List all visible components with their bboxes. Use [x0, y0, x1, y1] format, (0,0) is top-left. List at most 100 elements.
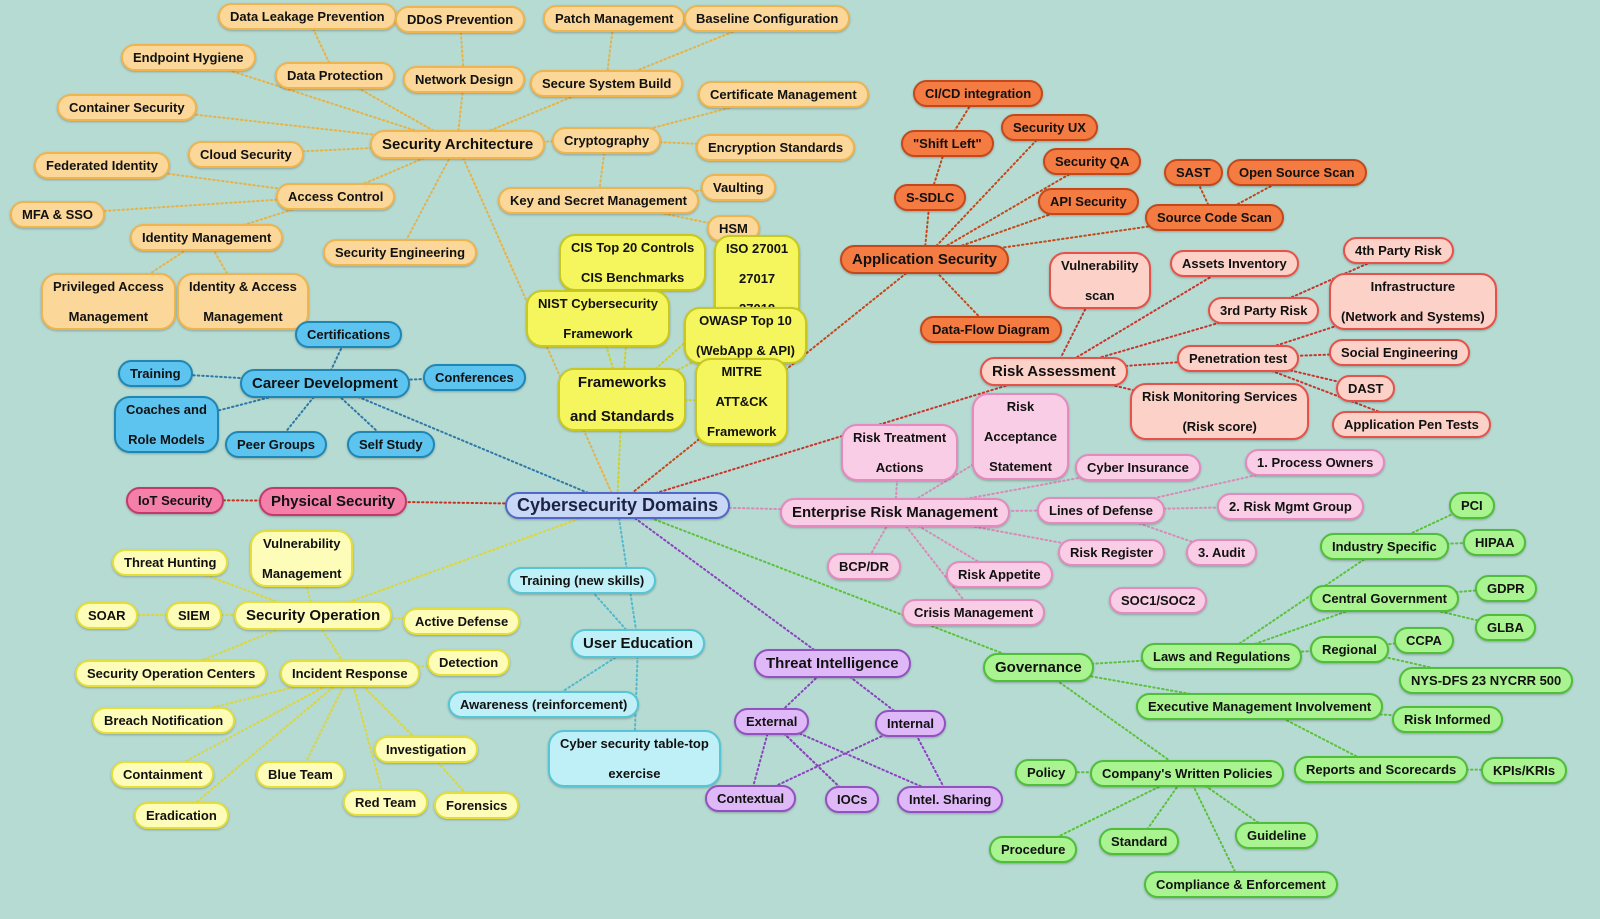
node-physical-security[interactable]: Physical Security — [259, 487, 408, 516]
node-industry-specific[interactable]: Industry Specific — [1320, 533, 1449, 560]
node-3-audit[interactable]: 3. Audit — [1186, 539, 1258, 566]
node-4th-party-risk[interactable]: 4th Party Risk — [1343, 237, 1454, 264]
node-investigation[interactable]: Investigation — [374, 736, 479, 763]
node-risk-assessment[interactable]: Risk Assessment — [980, 357, 1128, 386]
node-iocs[interactable]: IOCs — [825, 786, 880, 813]
node-policy[interactable]: Policy — [1015, 759, 1078, 786]
node-guideline[interactable]: Guideline — [1235, 822, 1319, 849]
node-lines-of-defense[interactable]: Lines of Defense — [1037, 497, 1166, 524]
node-ci-cd-integration[interactable]: CI/CD integration — [913, 80, 1044, 107]
node-identity-management[interactable]: Identity Management — [130, 224, 284, 251]
node-security-engineering[interactable]: Security Engineering — [323, 239, 478, 266]
node-eradication[interactable]: Eradication — [134, 802, 229, 829]
node-security-architecture[interactable]: Security Architecture — [370, 130, 546, 159]
node-career-development[interactable]: Career Development — [240, 369, 410, 398]
node-compliance-enforcement[interactable]: Compliance & Enforcement — [1144, 871, 1338, 898]
node-red-team[interactable]: Red Team — [343, 789, 429, 816]
node-cybersecurity-domains[interactable]: Cybersecurity Domains — [505, 492, 731, 519]
node-training[interactable]: Training — [118, 360, 193, 387]
node-application-security[interactable]: Application Security — [840, 245, 1010, 274]
node-threat-hunting[interactable]: Threat Hunting — [112, 549, 229, 576]
node-encryption-standards[interactable]: Encryption Standards — [696, 134, 856, 161]
node-source-code-scan[interactable]: Source Code Scan — [1145, 204, 1284, 231]
node-soar[interactable]: SOAR — [76, 602, 138, 629]
node-mfa-sso[interactable]: MFA & SSO — [10, 201, 106, 228]
node-incident-response[interactable]: Incident Response — [280, 660, 420, 687]
node-conferences[interactable]: Conferences — [423, 364, 526, 391]
node-kpis-kris[interactable]: KPIs/KRIs — [1481, 757, 1568, 784]
node-cloud-security[interactable]: Cloud Security — [188, 141, 304, 168]
node-intel-sharing[interactable]: Intel. Sharing — [897, 786, 1004, 813]
node-reports-and-scorecards[interactable]: Reports and Scorecards — [1294, 756, 1469, 783]
node-breach-notification[interactable]: Breach Notification — [92, 707, 236, 734]
node-assets-inventory[interactable]: Assets Inventory — [1170, 250, 1299, 277]
node-risk-informed[interactable]: Risk Informed — [1392, 706, 1503, 733]
node-external[interactable]: External — [734, 708, 810, 735]
node-nys-dfs-23-nycrr-500[interactable]: NYS-DFS 23 NYCRR 500 — [1399, 667, 1574, 694]
node-user-education[interactable]: User Education — [571, 629, 706, 658]
node-forensics[interactable]: Forensics — [434, 792, 520, 819]
node-s-sdlc[interactable]: S-SDLC — [894, 184, 967, 211]
node-security-operation-centers[interactable]: Security Operation Centers — [75, 660, 268, 687]
node-company-s-written-policies[interactable]: Company's Written Policies — [1090, 760, 1285, 787]
node-standard[interactable]: Standard — [1099, 828, 1180, 855]
node-awareness-reinforcement[interactable]: Awareness (reinforcement) — [448, 691, 640, 718]
node-data-flow-diagram[interactable]: Data-Flow Diagram — [920, 316, 1062, 343]
node-gdpr[interactable]: GDPR — [1475, 575, 1537, 602]
node-secure-system-build[interactable]: Secure System Build — [530, 70, 684, 97]
node-crisis-management[interactable]: Crisis Management — [902, 599, 1046, 626]
node-endpoint-hygiene[interactable]: Endpoint Hygiene — [121, 44, 256, 71]
node-blue-team[interactable]: Blue Team — [256, 761, 345, 788]
node-glba[interactable]: GLBA — [1475, 614, 1536, 641]
node-penetration-test[interactable]: Penetration test — [1177, 345, 1300, 372]
node-cryptography[interactable]: Cryptography — [552, 127, 662, 154]
node-threat-intelligence[interactable]: Threat Intelligence — [754, 649, 911, 678]
node-federated-identity[interactable]: Federated Identity — [34, 152, 170, 179]
node-container-security[interactable]: Container Security — [57, 94, 197, 121]
node-self-study[interactable]: Self Study — [347, 431, 435, 458]
node-shift-left[interactable]: "Shift Left" — [901, 130, 994, 157]
node-iot-security[interactable]: IoT Security — [126, 487, 225, 514]
node-social-engineering[interactable]: Social Engineering — [1329, 339, 1471, 366]
node-access-control[interactable]: Access Control — [276, 183, 396, 210]
node-network-design[interactable]: Network Design — [403, 66, 526, 93]
node-regional[interactable]: Regional — [1310, 636, 1389, 663]
node-peer-groups[interactable]: Peer Groups — [225, 431, 328, 458]
node-security-operation[interactable]: Security Operation — [234, 601, 393, 630]
node-application-pen-tests[interactable]: Application Pen Tests — [1332, 411, 1491, 438]
node-contextual[interactable]: Contextual — [705, 785, 797, 812]
node-risk-register[interactable]: Risk Register — [1058, 539, 1166, 566]
node-owasp-top-10-webapp-api[interactable]: OWASP Top 10(WebApp & API) — [684, 307, 807, 364]
node-risk-appetite[interactable]: Risk Appetite — [946, 561, 1053, 588]
node-baseline-configuration[interactable]: Baseline Configuration — [684, 5, 851, 32]
node-soc1-soc2[interactable]: SOC1/SOC2 — [1109, 587, 1208, 614]
node-governance[interactable]: Governance — [983, 653, 1094, 682]
node-executive-management-involvement[interactable]: Executive Management Involvement — [1136, 693, 1384, 720]
node-3rd-party-risk[interactable]: 3rd Party Risk — [1208, 297, 1320, 324]
node-dast[interactable]: DAST — [1336, 375, 1396, 402]
node-2-risk-mgmt-group[interactable]: 2. Risk Mgmt Group — [1217, 493, 1364, 520]
node-siem[interactable]: SIEM — [166, 602, 222, 629]
node-training-new-skills[interactable]: Training (new skills) — [508, 567, 657, 594]
node-security-qa[interactable]: Security QA — [1043, 148, 1142, 175]
node-risk-monitoring-services-risk-score[interactable]: Risk Monitoring Services(Risk score) — [1130, 383, 1310, 440]
node-hipaa[interactable]: HIPAA — [1463, 529, 1527, 556]
node-key-and-secret-management[interactable]: Key and Secret Management — [498, 187, 700, 214]
node-active-defense[interactable]: Active Defense — [403, 608, 521, 635]
node-infrastructure-network-and-systems[interactable]: Infrastructure(Network and Systems) — [1329, 273, 1497, 330]
node-open-source-scan[interactable]: Open Source Scan — [1227, 159, 1367, 186]
node-detection[interactable]: Detection — [427, 649, 511, 676]
node-api-security[interactable]: API Security — [1038, 188, 1139, 215]
node-certifications[interactable]: Certifications — [295, 321, 403, 348]
node-data-protection[interactable]: Data Protection — [275, 62, 396, 89]
node-procedure[interactable]: Procedure — [989, 836, 1078, 863]
node-central-government[interactable]: Central Government — [1310, 585, 1459, 612]
